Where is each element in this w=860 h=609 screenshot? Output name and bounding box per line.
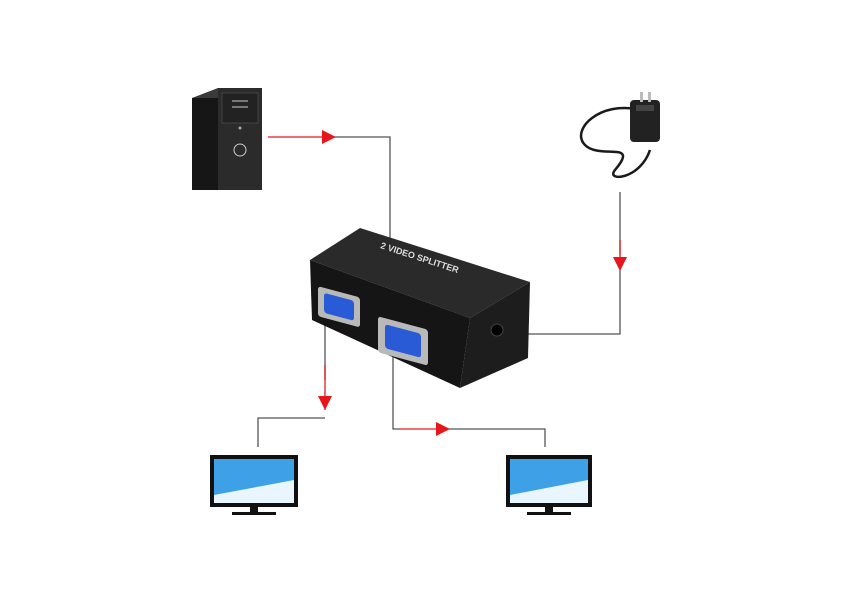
power-jack	[490, 323, 504, 337]
vga-splitter-device: 2 VIDEO SPLITTER	[310, 228, 530, 388]
pc-to-splitter-line	[268, 130, 391, 238]
monitor-1-icon	[210, 455, 298, 515]
splitter-to-monitor1-line	[257, 315, 332, 447]
computer-tower-icon	[192, 88, 262, 190]
power-adapter-icon	[579, 92, 660, 179]
splitter-to-monitor2-line	[392, 345, 546, 447]
arrow-icon	[318, 396, 332, 410]
arrow-icon	[436, 422, 450, 436]
monitor-2-icon	[506, 455, 592, 515]
power-to-splitter-line	[520, 192, 627, 335]
arrow-icon	[613, 257, 627, 271]
vga-port-1	[318, 286, 360, 327]
arrow-icon	[322, 130, 336, 144]
vga-port-2	[378, 316, 428, 365]
